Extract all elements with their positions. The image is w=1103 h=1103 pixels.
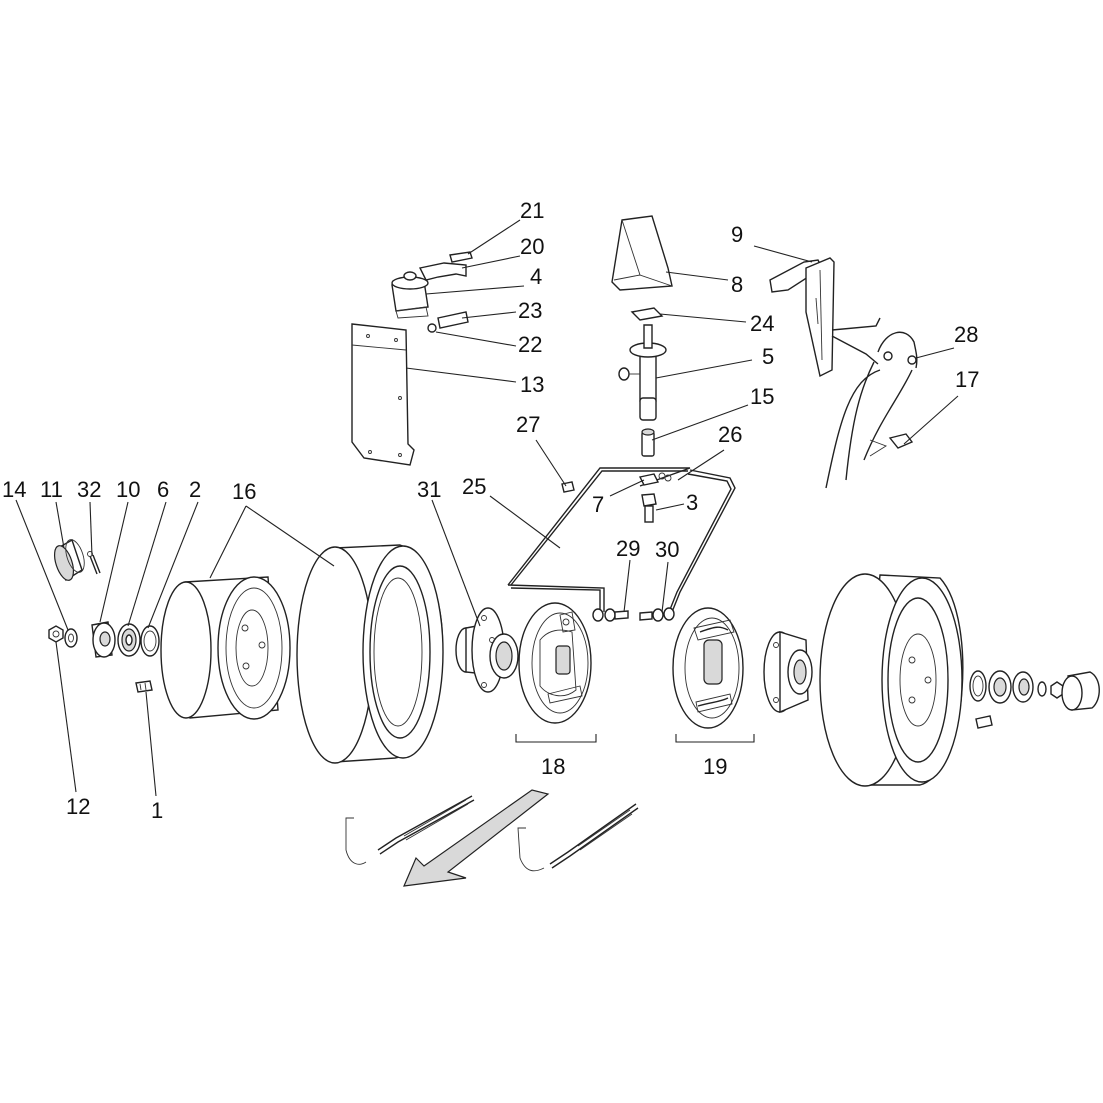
callout-21: 21 xyxy=(520,198,544,223)
callout-30: 30 xyxy=(655,537,679,562)
handbrake-group xyxy=(769,257,918,489)
callout-12: 12 xyxy=(66,794,90,819)
left-small-parts xyxy=(48,538,160,693)
part-split-pin-32 xyxy=(87,551,101,575)
callout-4: 4 xyxy=(530,264,542,289)
group-brackets xyxy=(515,734,755,743)
callout-17: 17 xyxy=(955,367,979,392)
direction-arrow-icon xyxy=(403,789,550,887)
part-brake-assembly-18 xyxy=(518,602,592,724)
callout-32: 32 xyxy=(77,477,101,502)
callout-5: 5 xyxy=(762,344,774,369)
callout-14: 14 xyxy=(2,477,26,502)
part-hub-31 xyxy=(455,607,519,693)
callout-20: 20 xyxy=(520,234,544,259)
part-tyre-left xyxy=(296,544,444,764)
part-hub-right xyxy=(763,631,813,714)
callout-28: 28 xyxy=(954,322,978,347)
callout-3: 3 xyxy=(686,490,698,515)
callout-11: 11 xyxy=(40,477,63,502)
handbrake-cables-bottom xyxy=(345,789,639,887)
callout-1: 1 xyxy=(151,798,163,823)
callout-10: 10 xyxy=(116,477,140,502)
callout-18: 18 xyxy=(541,754,565,779)
callout-23: 23 xyxy=(518,298,542,323)
callout-6: 6 xyxy=(157,477,169,502)
callout-31: 31 xyxy=(417,477,441,502)
callout-26: 26 xyxy=(718,422,742,447)
callout-7: 7 xyxy=(592,492,604,517)
part-spacer-10 xyxy=(91,621,116,658)
reservoir-group xyxy=(351,251,473,466)
callout-13: 13 xyxy=(520,372,544,397)
callout-22: 22 xyxy=(518,332,542,357)
part-washer-14 xyxy=(64,628,78,648)
part-brake-assembly-19 xyxy=(672,607,744,729)
callout-25: 25 xyxy=(462,474,486,499)
part-seal-2 xyxy=(140,625,160,657)
part-nut-12 xyxy=(48,625,64,643)
part-bolt-1 xyxy=(135,680,153,693)
part-wheel-rim-left xyxy=(160,576,291,720)
callout-labels: 21 20 4 23 22 13 9 8 24 5 15 26 27 28 17… xyxy=(2,198,979,823)
callout-8: 8 xyxy=(731,272,743,297)
part-bearing-6 xyxy=(117,623,141,657)
leader-lines xyxy=(15,219,959,797)
master-cylinder-stack xyxy=(561,215,673,523)
part-tyre-right xyxy=(819,573,964,787)
callout-16: 16 xyxy=(232,479,256,504)
callout-27: 27 xyxy=(516,412,540,437)
callout-15: 15 xyxy=(750,384,774,409)
callout-2: 2 xyxy=(189,477,201,502)
part-cap-11 xyxy=(53,538,85,582)
callout-29: 29 xyxy=(616,536,640,561)
callout-19: 19 xyxy=(703,754,727,779)
callout-9: 9 xyxy=(731,222,743,247)
callout-24: 24 xyxy=(750,311,774,336)
right-small-parts xyxy=(969,670,1100,729)
